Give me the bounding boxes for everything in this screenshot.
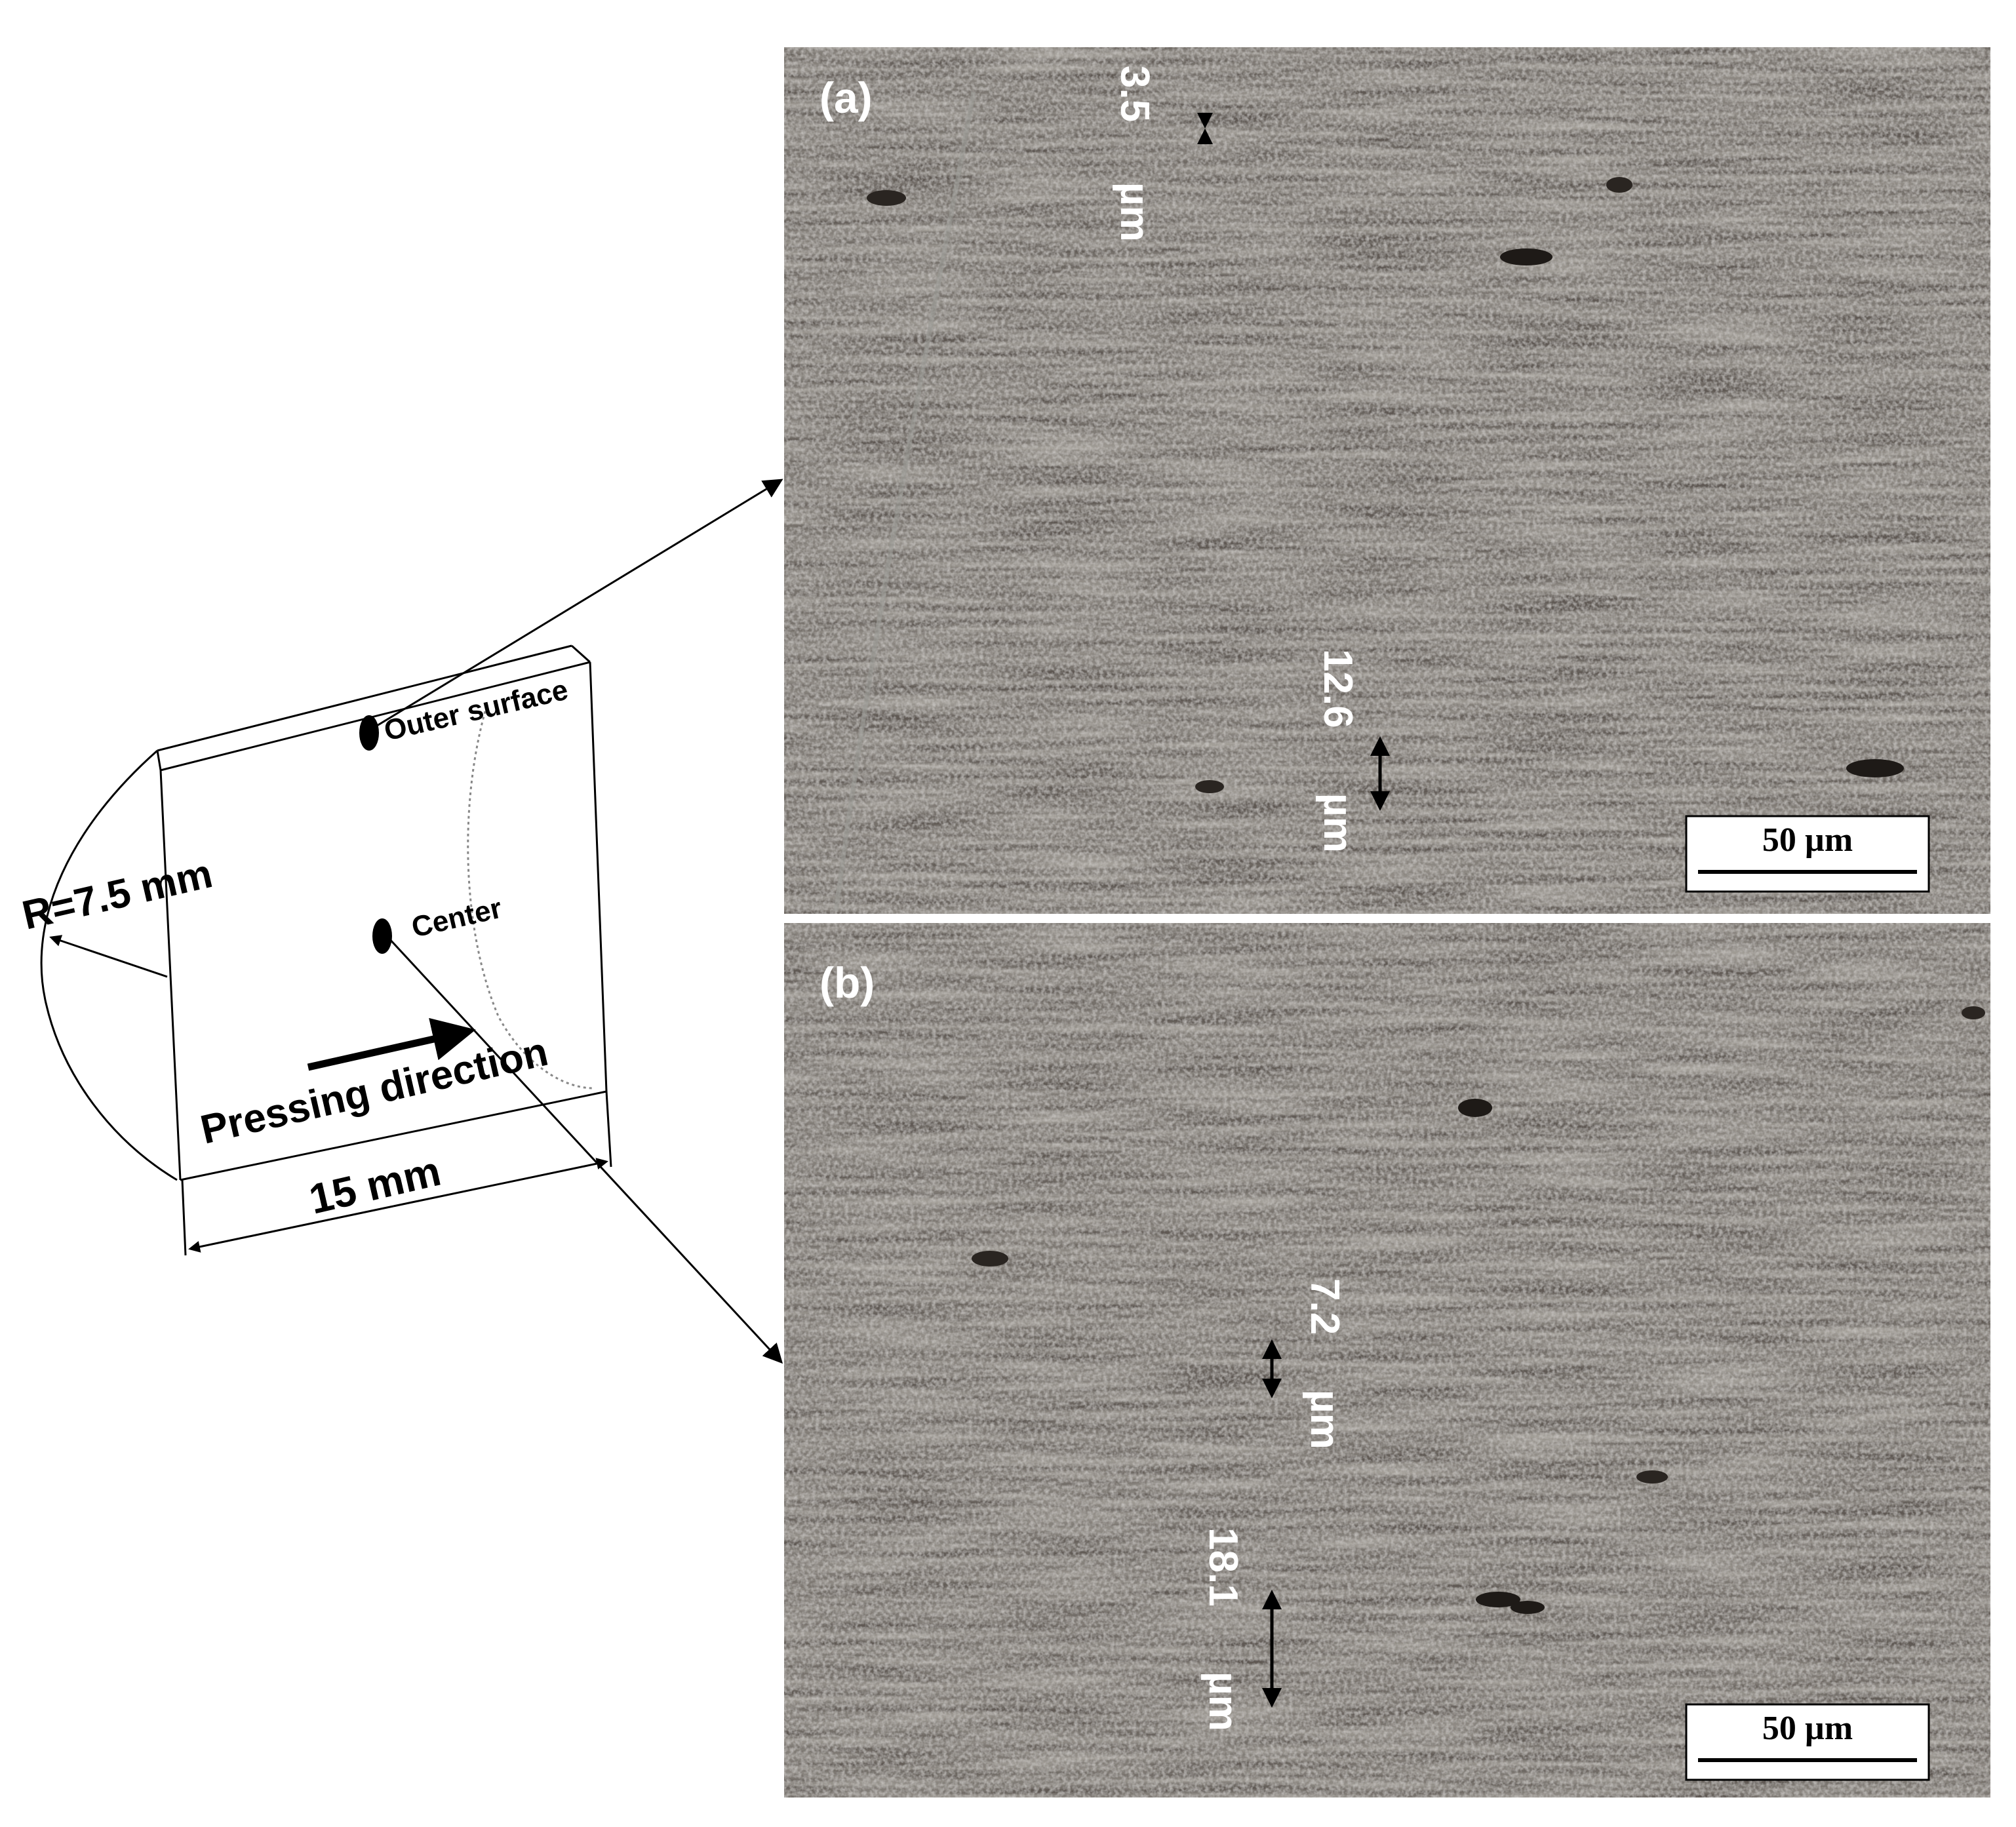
micrograph-panel-b: (b) 7.2 µm 18.1 µm 50 µm	[784, 923, 1990, 1798]
outer-surface-label: Outer surface	[381, 674, 571, 747]
micrograph-panel-a: (a) 3.5 µm 12.6 µm 50 µm	[784, 47, 1990, 914]
measurement-b1-value: 7.2	[1302, 1278, 1347, 1335]
center-point	[372, 918, 392, 954]
width-dimension-line-b	[393, 1158, 608, 1208]
scale-bar-a-box	[1685, 815, 1930, 893]
measurement-a1-value: 3.5	[1112, 66, 1157, 122]
specimen-top-edge-back	[157, 644, 572, 752]
micrograph-a-image	[784, 47, 1990, 914]
inclusion-b1	[1458, 1099, 1492, 1117]
inclusion-b5	[1636, 1470, 1668, 1483]
width-label: 15 mm	[305, 1147, 445, 1223]
micrograph-b-image	[784, 923, 1990, 1798]
inclusion-a1	[1500, 248, 1552, 265]
connector-center	[387, 936, 783, 1364]
inclusion-b3	[1476, 1592, 1520, 1607]
measurement-b2-value: 18.1	[1200, 1527, 1246, 1607]
pressing-direction-arrow	[307, 1017, 476, 1071]
measurement-a2-value: 12.6	[1315, 649, 1360, 728]
specimen-curved-back	[40, 749, 178, 1181]
specimen-hidden-arc	[467, 711, 594, 1090]
inclusion-a3	[1846, 759, 1904, 777]
inclusion-b2	[972, 1251, 1008, 1267]
measurement-b2-unit: µm	[1200, 1672, 1246, 1731]
specimen-front-left-edge	[159, 770, 182, 1181]
inclusion-b4	[1511, 1601, 1545, 1614]
measurement-b1-unit: µm	[1302, 1390, 1347, 1449]
center-label: Center	[408, 892, 505, 944]
specimen-front-bottom-edge	[180, 1090, 607, 1181]
inclusion-b6	[1962, 1006, 1985, 1019]
pressing-direction-label: Pressing direction	[197, 1029, 553, 1153]
width-dimension-line-a	[188, 1205, 394, 1253]
scale-bar-b-label: 50 µm	[1762, 1710, 1853, 1747]
measurement-a2-unit: µm	[1315, 793, 1360, 853]
radius-arrow	[49, 935, 168, 978]
connector-outer-surface	[373, 479, 783, 729]
radius-label: R=7.5 mm	[18, 851, 217, 939]
specimen-top-left-short	[156, 750, 162, 771]
specimen-top-right-short	[571, 644, 591, 663]
inclusion-a5	[1606, 177, 1632, 193]
micrograph-a-boundary-line	[833, 91, 976, 912]
width-dimension-left-tick	[181, 1179, 187, 1256]
outer-surface-point	[359, 715, 379, 751]
specimen-top-edge-front	[160, 661, 591, 772]
measurement-a1-unit: µm	[1112, 182, 1157, 242]
panel-b-label: (b)	[820, 958, 875, 1007]
panel-a-label: (a)	[820, 73, 873, 122]
scale-bar-a-label: 50 µm	[1762, 821, 1853, 859]
inclusion-a2	[867, 190, 906, 206]
specimen-schematic: Outer surface Center R=7.5 mm Pressing d…	[18, 644, 612, 1256]
measurement-a1-arrow	[1197, 113, 1213, 144]
width-dimension-right-tick	[605, 1091, 612, 1168]
inclusion-a4	[1195, 780, 1224, 793]
specimen-front-right-edge	[589, 661, 608, 1092]
scale-bar-b-box	[1685, 1703, 1930, 1781]
